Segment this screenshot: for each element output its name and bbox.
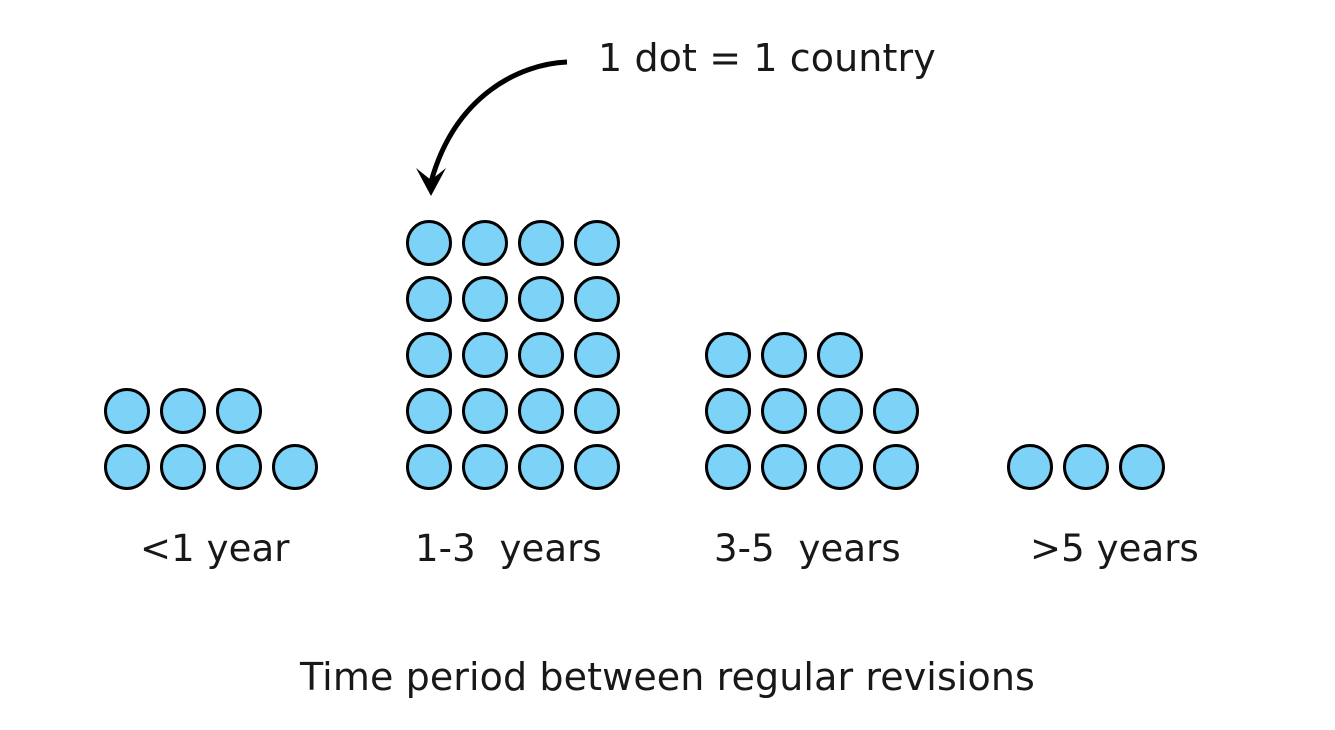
dot-marker bbox=[705, 444, 751, 490]
dot-marker bbox=[518, 388, 564, 434]
dot-row bbox=[406, 332, 620, 388]
dot-marker bbox=[462, 332, 508, 378]
dot-group bbox=[1007, 444, 1221, 500]
dot-marker bbox=[705, 388, 751, 434]
dot-group bbox=[104, 388, 318, 500]
dot-marker bbox=[761, 388, 807, 434]
annotation-arrow-icon bbox=[416, 59, 568, 196]
dot-marker bbox=[462, 388, 508, 434]
annotation-label: 1 dot = 1 country bbox=[598, 36, 936, 80]
dot-marker bbox=[518, 220, 564, 266]
dot-row bbox=[406, 276, 620, 332]
dot-marker bbox=[705, 332, 751, 378]
dot-row bbox=[705, 332, 863, 388]
dot-marker bbox=[518, 444, 564, 490]
dot-row bbox=[406, 220, 620, 276]
dot-row bbox=[705, 444, 919, 500]
dot-marker bbox=[518, 276, 564, 322]
dot-marker bbox=[873, 388, 919, 434]
dot-row bbox=[104, 444, 318, 500]
dot-group bbox=[705, 332, 919, 500]
dot-row bbox=[1007, 444, 1165, 500]
dot-marker bbox=[160, 388, 206, 434]
dot-marker bbox=[817, 332, 863, 378]
dot-marker bbox=[574, 332, 620, 378]
dot-marker bbox=[574, 276, 620, 322]
dot-marker bbox=[1119, 444, 1165, 490]
dot-marker bbox=[216, 444, 262, 490]
dot-row bbox=[406, 444, 620, 500]
chart-caption: Time period between regular revisions bbox=[300, 655, 1035, 699]
dot-marker bbox=[518, 332, 564, 378]
category-label: <1 year bbox=[140, 527, 290, 570]
category-label: 1-3 years bbox=[415, 527, 602, 570]
dot-row bbox=[104, 388, 262, 444]
dot-marker bbox=[574, 388, 620, 434]
dot-marker bbox=[817, 388, 863, 434]
dot-marker bbox=[817, 444, 863, 490]
dot-marker bbox=[1007, 444, 1053, 490]
dot-marker bbox=[873, 444, 919, 490]
dot-marker bbox=[462, 276, 508, 322]
category-label: >5 years bbox=[1030, 527, 1199, 570]
dot-marker bbox=[462, 220, 508, 266]
dot-marker bbox=[406, 220, 452, 266]
dot-row bbox=[406, 388, 620, 444]
dot-marker bbox=[406, 276, 452, 322]
dot-marker bbox=[574, 444, 620, 490]
dot-marker bbox=[272, 444, 318, 490]
dot-marker bbox=[1063, 444, 1109, 490]
dot-marker bbox=[216, 388, 262, 434]
dot-row bbox=[705, 388, 919, 444]
category-label: 3-5 years bbox=[714, 527, 901, 570]
dot-marker bbox=[761, 332, 807, 378]
dot-group bbox=[406, 220, 620, 500]
dot-marker bbox=[160, 444, 206, 490]
dot-marker bbox=[574, 220, 620, 266]
dot-marker bbox=[761, 444, 807, 490]
dot-marker bbox=[406, 444, 452, 490]
dot-marker bbox=[104, 388, 150, 434]
dot-marker bbox=[462, 444, 508, 490]
dot-marker bbox=[406, 332, 452, 378]
dot-marker bbox=[406, 388, 452, 434]
dot-marker bbox=[104, 444, 150, 490]
